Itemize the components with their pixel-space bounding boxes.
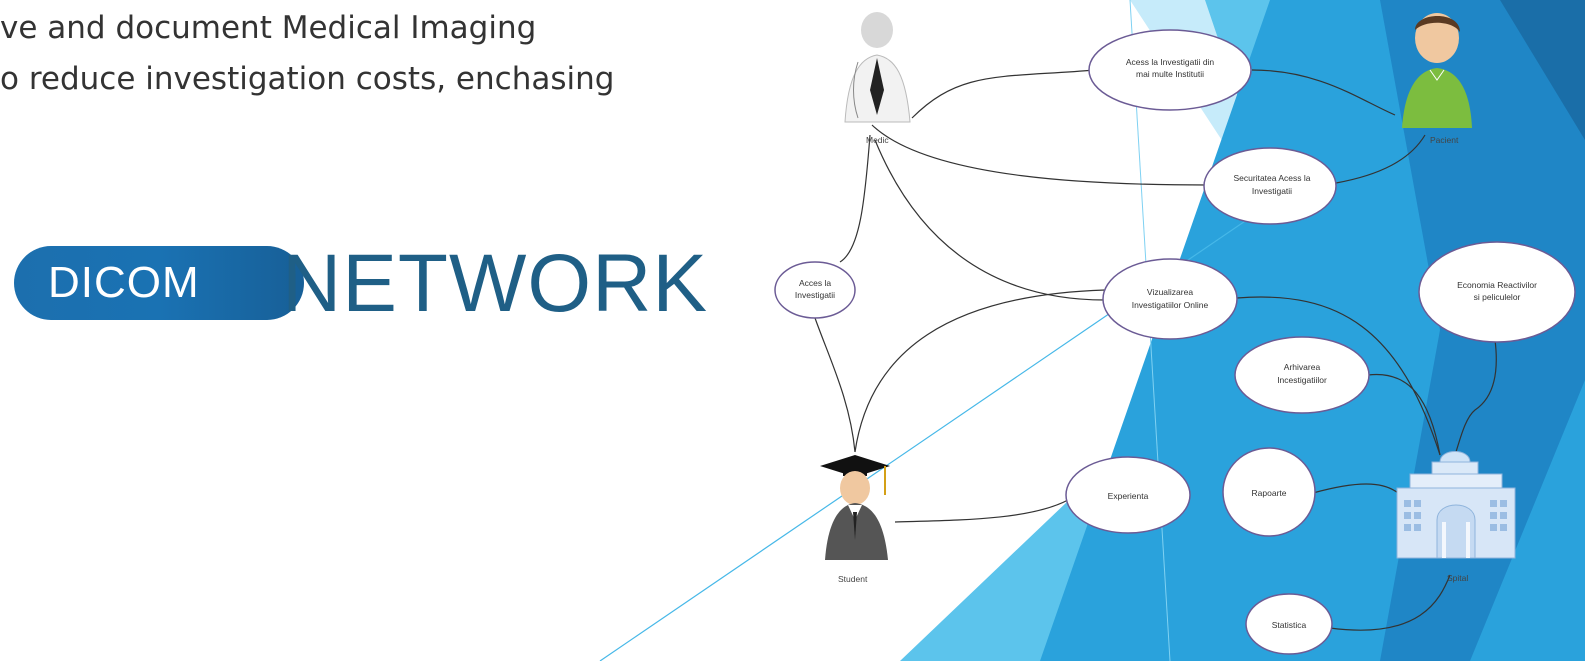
uc-acces-institute-line2: mai multe Institutii <box>1136 69 1204 79</box>
actor-medic-icon <box>844 12 911 123</box>
edge-medic-acces-institute <box>911 69 1096 119</box>
logo-network-text: NETWORK <box>282 238 709 329</box>
uc-rapoarte-label: Rapoarte <box>1252 488 1287 498</box>
edge-student-experienta <box>894 499 1069 523</box>
uc-acces-institute-line1: Acess la Investigatii din <box>1126 57 1215 67</box>
edge-arhivarea-spital <box>1367 373 1441 456</box>
use-case-vizualizarea: Vizualizarea Investigatiilor Online <box>1102 258 1238 340</box>
uc-experienta-label: Experienta <box>1108 491 1149 501</box>
uc-vizualizarea-line2: Investigatiilor Online <box>1132 300 1209 310</box>
dicom-network-logo: DICOM NETWORK <box>14 238 754 329</box>
uc-arhivarea-line1: Arhivarea <box>1284 362 1321 372</box>
edge-rapoarte-spital <box>1312 483 1406 501</box>
intro-line-2: o reduce investigation costs, enchasing <box>0 61 615 97</box>
use-case-securitatea: Securitatea Acess la Investigatii <box>1203 147 1337 225</box>
actor-medic-label: Medic <box>866 135 889 145</box>
actor-spital-icon <box>1396 451 1516 559</box>
uc-acces-investigatii-line1: Acces la <box>799 278 831 288</box>
edge-vizualizarea-spital <box>1236 296 1441 456</box>
logo-dicom-text: DICOM <box>48 258 200 307</box>
actor-spital-label: Spital <box>1447 573 1468 583</box>
uc-securitatea-line2: Investigatii <box>1252 186 1292 196</box>
uc-securitatea-line1: Securitatea Acess la <box>1233 173 1310 183</box>
use-case-economia: Economia Reactivilor si peliculelor <box>1418 241 1576 343</box>
edge-medic-vizualizarea <box>874 139 1106 301</box>
connectors <box>814 69 1497 631</box>
use-case-acces-investigatii: Acces la Investigatii <box>774 261 856 319</box>
edge-statistica-spital <box>1329 574 1451 631</box>
use-case-rapoarte: Rapoarte <box>1222 447 1316 537</box>
use-case-experienta: Experienta <box>1065 456 1191 534</box>
intro-line-1: ve and document Medical Imaging <box>0 10 537 46</box>
uc-economia-line1: Economia Reactivilor <box>1457 280 1537 290</box>
uc-vizualizarea-line1: Vizualizarea <box>1147 287 1193 297</box>
logo-pill <box>14 246 304 320</box>
edge-student-vizualizarea <box>854 289 1106 453</box>
actor-student-label: Student <box>838 574 868 584</box>
uc-acces-investigatii-line2: Investigatii <box>795 290 835 300</box>
edge-securitatea-pacient <box>1335 134 1426 184</box>
use-case-arhivarea: Arhivarea Incestigatiilor <box>1234 336 1370 414</box>
use-case-acces-institute: Acess la Investigatii din mai multe Inst… <box>1088 29 1252 111</box>
edge-medic-acces-investigatii <box>839 134 871 263</box>
uc-economia-line2: si peliculelor <box>1474 292 1521 302</box>
edge-acces-institute-pacient <box>1251 69 1396 116</box>
uc-statistica-label: Statistica <box>1272 620 1307 630</box>
actor-pacient-icon <box>1402 13 1472 128</box>
edge-economia-spital <box>1454 339 1497 456</box>
bg-diagonal-line <box>599 169 1321 661</box>
actor-pacient-label: Pacient <box>1430 135 1459 145</box>
uc-arhivarea-line2: Incestigatiilor <box>1277 375 1327 385</box>
bg-darkest-band <box>1500 0 1585 140</box>
edge-acces-investigatii-student <box>814 317 856 453</box>
edge-medic-securitatea <box>871 124 1209 186</box>
use-case-statistica: Statistica <box>1245 593 1333 655</box>
actor-student-icon <box>820 455 890 560</box>
